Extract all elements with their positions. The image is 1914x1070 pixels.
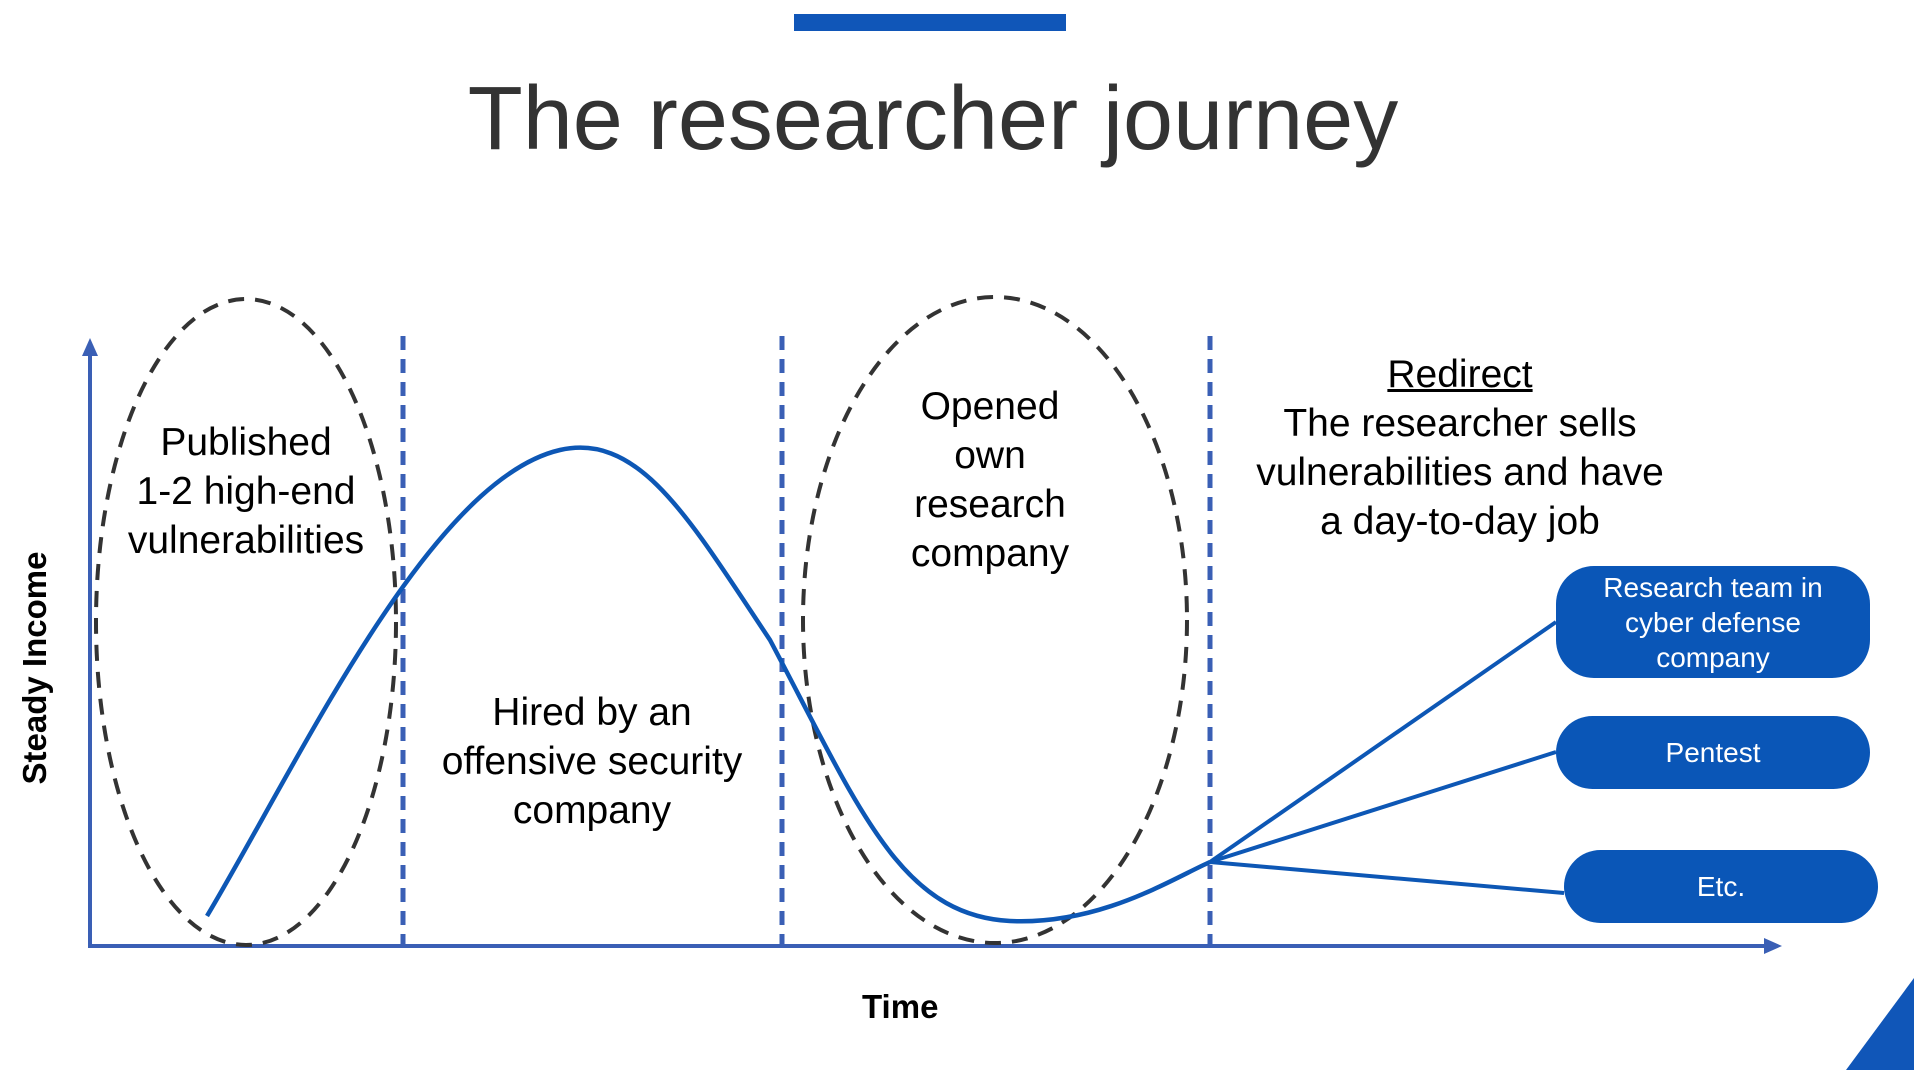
x-axis-arrowhead — [1764, 938, 1782, 954]
y-axis-arrowhead — [82, 338, 98, 356]
branch-line-etc — [1209, 860, 1565, 895]
stage-3-ellipse — [801, 295, 1189, 945]
stage-3-label: Opened own research company — [910, 385, 1070, 575]
slide-title: The researcher journey — [467, 69, 1399, 169]
redirect-text: The researcher sells vulnerabilities and… — [1256, 402, 1664, 543]
outcome-pentest: Pentest — [1556, 716, 1870, 789]
redirect-heading: Redirect — [1387, 353, 1533, 396]
x-axis-label: Time — [862, 988, 939, 1025]
y-axis-label: Steady Income — [16, 551, 53, 785]
branch-line-research-team — [1208, 620, 1558, 864]
stage-1-ellipse — [94, 297, 398, 947]
stage-2-label: Hired by an offensive security company — [441, 691, 743, 832]
branch-line-pentest — [1209, 750, 1557, 864]
outcome-etc: Etc. — [1564, 850, 1878, 923]
top-accent-bar — [794, 14, 1066, 31]
income-curve — [205, 445, 1211, 924]
outcome-research-team: Research team in cyber defense company — [1556, 566, 1870, 678]
stage-1-label: Published 1-2 high-end vulnerabilities — [127, 421, 365, 562]
